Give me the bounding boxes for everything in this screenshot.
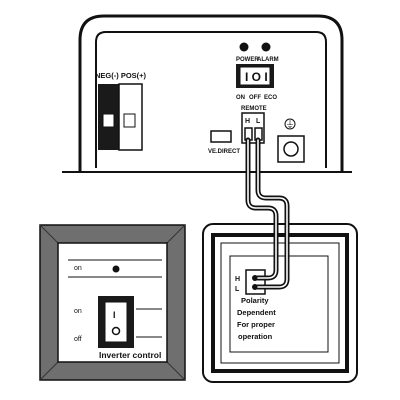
polarity-note-line4: operation (238, 332, 273, 341)
polarity-note-line2: Dependent (237, 308, 276, 317)
ground-terminal-screw[interactable] (283, 141, 299, 157)
main-switch[interactable] (239, 66, 271, 86)
remote-switch-o-symbol (111, 326, 121, 336)
inverter-unit: NEG(-) POS(+) POWER ALARM I O I ON OFF E… (62, 14, 352, 173)
remote-power-switch[interactable] (104, 301, 128, 343)
remote-wire-l-core (257, 139, 288, 288)
remote-wire-h-core (247, 139, 277, 279)
remote-bevel-br (166, 361, 186, 381)
polarity-label: NEG(-) POS(+) (95, 71, 147, 80)
remote-switch-off-label: off (74, 336, 82, 343)
remote-l-label: L (256, 118, 261, 125)
ve-direct-label: VE.DIRECT (208, 149, 240, 155)
polarity-note-line3: For proper (237, 320, 275, 329)
switch-eco-label: ECO (264, 95, 277, 101)
power-led (239, 42, 249, 52)
remote-h-label: H (245, 118, 250, 125)
power-label: POWER (236, 57, 259, 63)
remote-on-led (112, 265, 120, 273)
remote-label: REMOTE (241, 106, 267, 112)
ground-symbol: ⏚ (286, 120, 295, 130)
inverter-housing-outer (78, 14, 344, 172)
remote-bevel-bl (39, 361, 59, 381)
remote-switch-i-symbol: I (113, 310, 116, 320)
wall-panel: H L Polarity Dependent For proper operat… (202, 223, 358, 383)
alarm-led (261, 42, 271, 52)
remote-cable (245, 137, 290, 290)
ground-icon (284, 118, 296, 130)
main-switch-symbol: I O I (245, 70, 268, 84)
remote-bevel-tl (39, 224, 59, 244)
remote-panel: on on off I Inverter control (39, 224, 186, 381)
remote-on-indicator-label: on (74, 265, 82, 272)
switch-on-label: ON (236, 95, 245, 101)
ve-direct-port[interactable] (210, 130, 232, 143)
alarm-label: ALARM (257, 57, 279, 63)
inverter-front-panel (95, 31, 327, 168)
polarity-note-line1: Polarity (241, 296, 269, 305)
wall-terminal-block (245, 269, 266, 295)
polarity-switch-knob-pos[interactable] (123, 113, 136, 128)
remote-panel-title: Inverter control (99, 350, 161, 360)
wall-terminal-l-label: L (235, 286, 240, 293)
remote-bevel-tr (166, 224, 186, 244)
switch-off-label: OFF (249, 95, 261, 101)
remote-switch-on-label: on (74, 308, 82, 315)
polarity-switch-knob-neg[interactable] (102, 113, 115, 128)
wall-terminal-h-label: H (235, 276, 240, 283)
